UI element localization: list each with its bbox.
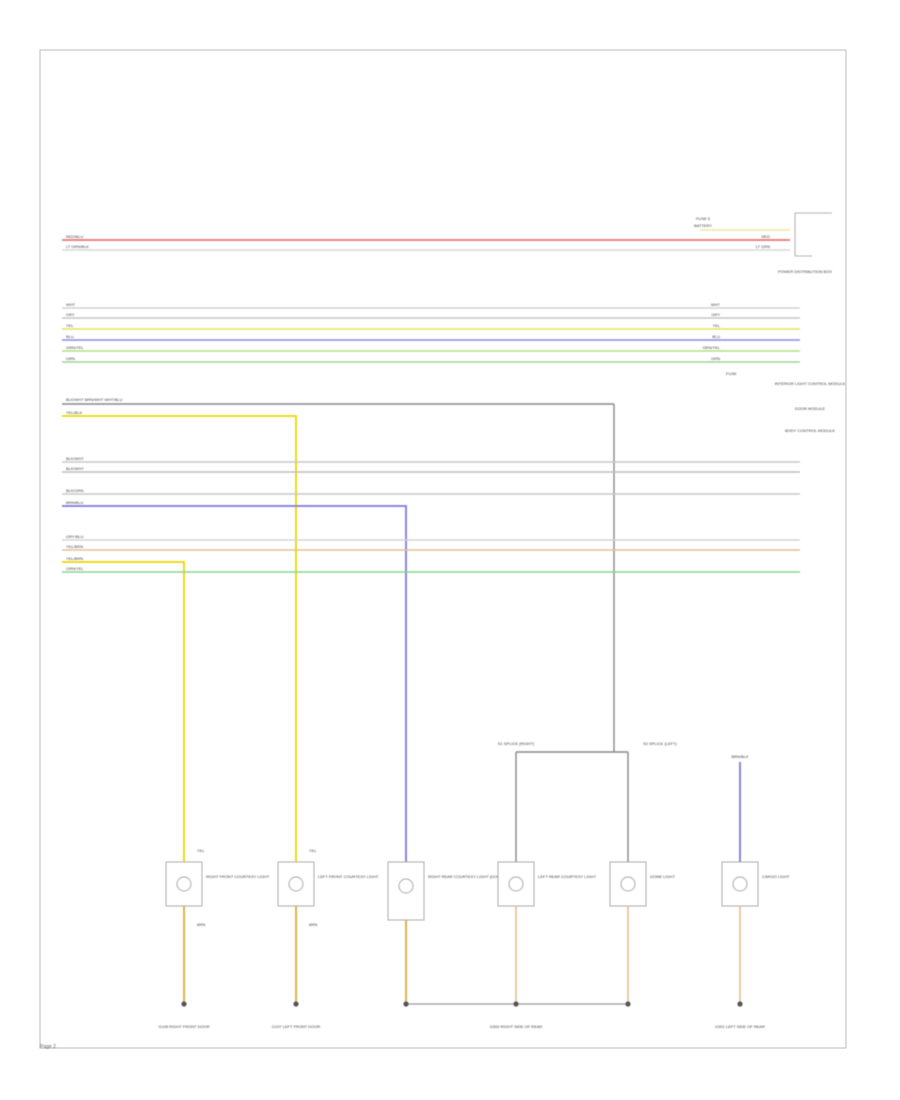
- bus1-label-1: WHT: [66, 302, 76, 307]
- bus2-label-5: BRN/BLU: [66, 500, 83, 505]
- ground-label-4: G301 LEFT SIDE OF REAR: [715, 1024, 765, 1029]
- bus1-right-4: BLU: [712, 334, 720, 339]
- module-label-3: BODY CONTROL MODULE: [785, 428, 835, 433]
- ground-label-3: G300 RIGHT SIDE OF REAR: [490, 1024, 543, 1029]
- lamp2-bottom-wire: BRN: [309, 922, 318, 927]
- power-distribution-block: FUSE 5 BATTERY POWER DISTRIBUTION BOX: [694, 212, 832, 274]
- page-footer: Page 2: [40, 1044, 56, 1050]
- lamp-lr-courtesy: LEFT REAR COURTESY LIGHT: [497, 861, 597, 907]
- lamp-label-2: LEFT FRONT COURTESY LIGHT: [318, 874, 379, 879]
- ground-point-2: [293, 1001, 299, 1007]
- ground-point-1: [181, 1001, 187, 1007]
- ground-point-4: [513, 1001, 519, 1007]
- ground-label-2: G107 LEFT FRONT DOOR: [272, 1024, 321, 1029]
- ground-point-6: [737, 1001, 743, 1007]
- wire-yellow-lf-courtesy: [62, 415, 297, 870]
- wire-blue-rr-courtesy: [62, 505, 407, 870]
- bus-group-1: WHT GRY YEL BLU GRN/YEL GRN WHT GRY YEL …: [62, 302, 800, 376]
- bus2-label-6: GRY/BLU: [66, 534, 84, 539]
- wire-label-red-blu: RED/BLU: [66, 234, 83, 239]
- bus1-label-4: BLU: [66, 334, 74, 339]
- wire-label-lt-grn-blk: LT GRN/BLK: [66, 244, 89, 249]
- lamp-label-1: RIGHT FRONT COURTESY LIGHT: [206, 874, 270, 879]
- lamp-cargo: CARGO LIGHT: [721, 861, 790, 907]
- bus1-right-1: WHT: [711, 302, 721, 307]
- bus1-label-2: GRY: [66, 312, 75, 317]
- bus2-label-8: YEL/BRN: [66, 556, 83, 561]
- bus2-label-1: YEL/BLK: [66, 410, 83, 415]
- bus1-right-5: GRN/YEL: [702, 345, 720, 350]
- lamp-label-6: CARGO LIGHT: [762, 874, 790, 879]
- lamp-dome: DOME LIGHT: [609, 861, 675, 907]
- ground-point-5: [625, 1001, 631, 1007]
- bus1-label-3: YEL: [66, 323, 74, 328]
- splice-label-1: S1 SPLICE (RIGHT): [498, 741, 535, 746]
- splice-label-2: S2 SPLICE (LEFT): [643, 741, 677, 746]
- bus2-label-3: BLK/WHT: [66, 466, 84, 471]
- lamp2-top-wire: YEL: [309, 848, 317, 853]
- lamp-lf-courtesy: LEFT FRONT COURTESY LIGHT: [277, 861, 379, 907]
- bus2-label-4: BLK/GRN: [66, 488, 84, 493]
- wire-label-right-lt-grn: LT GRN: [756, 244, 770, 249]
- ground-point-3: [403, 1001, 409, 1007]
- wire-label-right-red: RED: [762, 234, 771, 239]
- bus1-right-6: GRN: [711, 356, 720, 361]
- lamp1-bottom-wire: BRN: [197, 922, 206, 927]
- lamp-label-4: LEFT REAR COURTESY LIGHT: [538, 874, 597, 879]
- bus2-label-2: BLK/WHT: [66, 456, 84, 461]
- bus2-label-9: GRN/YEL: [66, 566, 84, 571]
- lamp-label-5: DOME LIGHT: [650, 874, 675, 879]
- ground-label-1: G106 RIGHT FRONT DOOR: [158, 1024, 209, 1029]
- module-label-1: INTERIOR LIGHT CONTROL MODULE: [775, 381, 846, 386]
- bus1-label-6: GRN: [66, 356, 75, 361]
- lamp1-top-wire: YEL: [197, 848, 205, 853]
- pdb-line2: BATTERY: [694, 223, 712, 228]
- lamp-rf-courtesy: RIGHT FRONT COURTESY LIGHT: [165, 861, 270, 907]
- bus2-label-7: YEL/BRN: [66, 544, 83, 549]
- bus1-label-5: GRN/YEL: [66, 345, 84, 350]
- bus1-fuse-label: FUSE: [726, 371, 737, 376]
- diagram-frame: [39, 49, 847, 1049]
- module-label-2: DOOR MODULE: [795, 406, 826, 411]
- bus2-top-label: BLK/WHT BRN/WHT WHT/BLU: [66, 397, 123, 402]
- bus1-right-3: YEL: [712, 323, 720, 328]
- bus1-right-2: GRY: [711, 312, 720, 317]
- wire-yellow-rf-courtesy: [62, 561, 185, 870]
- splice-label-3: BRN/BLK: [731, 754, 748, 759]
- pdb-label: POWER DISTRIBUTION BOX: [778, 269, 832, 274]
- lamp-rr-courtesy: RIGHT REAR COURTESY LIGHT (DOOR): [387, 861, 505, 921]
- lamp-label-3: RIGHT REAR COURTESY LIGHT (DOOR): [428, 874, 505, 879]
- pdb-line1: FUSE 5: [696, 216, 711, 221]
